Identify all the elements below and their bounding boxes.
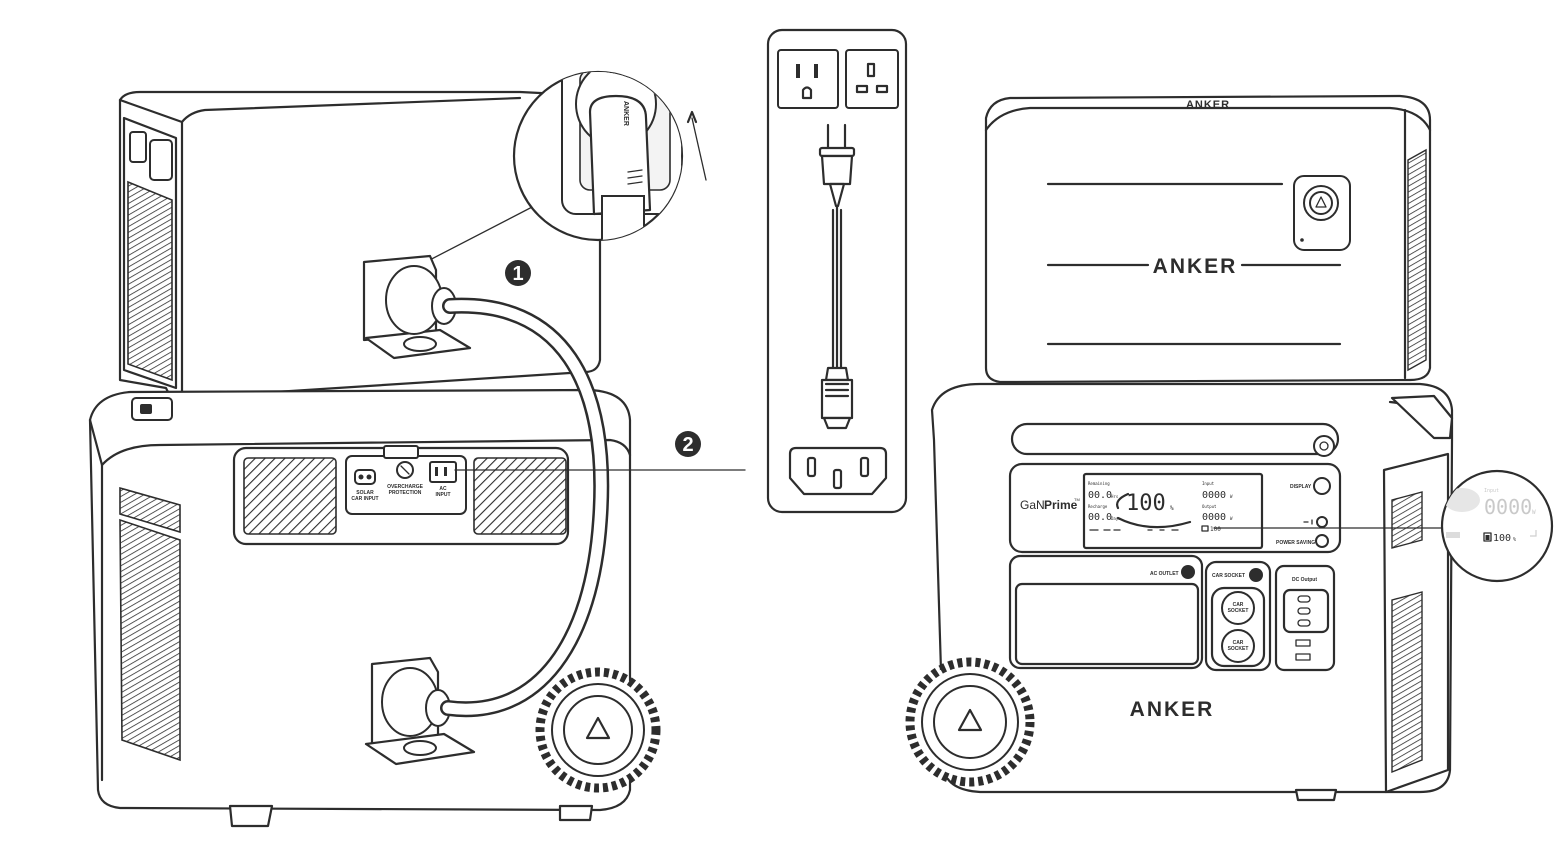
right-wheel: [905, 657, 1035, 787]
svg-text:GaN: GaN: [1020, 498, 1045, 512]
svg-text:1: 1: [512, 263, 523, 285]
zoom-input-label: Input: [1484, 488, 1499, 494]
lcd-percent-value: 100: [1126, 491, 1166, 516]
display-label: DISPLAY: [1290, 484, 1312, 490]
lcd-output-unit: W: [1230, 516, 1233, 521]
lcd-percent-sign: %: [1170, 505, 1174, 512]
lcd-recharge-value: 00.0: [1088, 512, 1112, 523]
car-socket-2: [1221, 629, 1255, 663]
gan-prime-logo: GaN Prime TM: [1020, 497, 1080, 512]
power-saving-label: POWER SAVING: [1276, 540, 1315, 546]
label-line: AC: [439, 486, 447, 492]
cable-reference-card: [766, 28, 908, 514]
svg-text:Prime: Prime: [1044, 498, 1078, 512]
label-line: SOLAR: [356, 490, 374, 496]
lcd-screen: [1082, 472, 1264, 550]
power-saving-button[interactable]: [1315, 534, 1329, 548]
ac-plug-icon: [818, 123, 856, 430]
solar-input-port: [354, 469, 376, 485]
car-socket-label: CAR SOCKET: [1212, 573, 1245, 579]
svg-text:TM: TM: [1074, 497, 1080, 502]
lcd-recharge-unit: Days: [1111, 516, 1121, 521]
lcd-charge-arc: [1116, 516, 1192, 529]
lcd-remaining-label: Remaining: [1088, 481, 1110, 486]
bottom-brand-text: ANKER: [1130, 698, 1215, 721]
plug-brand-text: ANKER: [622, 101, 629, 126]
svg-text:2: 2: [682, 434, 693, 456]
car-socket-1: [1221, 591, 1255, 625]
lcd-remaining-unit: Hrs: [1111, 494, 1119, 499]
upper-brand-text: ANKER: [1153, 255, 1238, 278]
step-2-marker: 2: [675, 431, 701, 457]
zoom-callout-line: [419, 204, 537, 266]
right-main-unit: GaN Prime TM Remaining 00.0 Hrs Recharge…: [905, 382, 1455, 802]
lcd-input-label: Input: [1202, 481, 1215, 486]
usb-a-port-2: [1295, 653, 1311, 661]
ac-outlet-button[interactable]: [1181, 565, 1195, 579]
front-handle: [1010, 422, 1340, 456]
ac-outlet-cover: [1014, 582, 1200, 666]
usb-a-port-1: [1295, 639, 1311, 647]
ac-outlet-label: AC OUTLET: [1150, 571, 1179, 577]
zoom-battery-value: 100: [1493, 533, 1511, 544]
wheel-triangle-icon: [585, 716, 611, 740]
lcd-remaining-value: 00.0: [1088, 490, 1112, 501]
label-line: CAR INPUT: [351, 496, 378, 502]
car-socket-button[interactable]: [1249, 568, 1263, 582]
light-button[interactable]: [1313, 435, 1335, 457]
step-1-marker: 1: [505, 260, 531, 286]
arrow-up-icon: [686, 110, 698, 124]
lower-ac-socket: [364, 656, 476, 766]
zoom-input-value: 0000: [1484, 495, 1532, 519]
right-expansion-battery: ANKER ANKER: [984, 94, 1432, 384]
usb-c-port-2: [1297, 607, 1311, 615]
uk-outlet-icon: [845, 49, 899, 109]
lcd-output-label: Output: [1202, 504, 1217, 509]
zoom-battery-unit: %: [1513, 537, 1516, 543]
ac-input-port: [429, 461, 457, 483]
display-zoom-circle: Input 0000 W 100 %: [1440, 469, 1554, 583]
label-line: INPUT: [436, 492, 451, 498]
top-brand-text: ANKER: [1186, 99, 1230, 111]
lcd-input-unit: W: [1230, 494, 1233, 499]
zoom-battery-icon: [1483, 532, 1492, 542]
label-line: OVERCHARGE: [387, 484, 424, 490]
display-button[interactable]: [1313, 477, 1331, 495]
lcd-recharge-label: Recharge: [1088, 504, 1108, 509]
right-vent: [473, 457, 567, 535]
dc-output-label: DC Output: [1292, 577, 1317, 583]
label-line: PROTECTION: [389, 490, 422, 496]
us-outlet-icon: [777, 49, 839, 109]
lcd-battery-value: 100: [1210, 526, 1221, 533]
lcd-output-value: 0000: [1202, 512, 1226, 523]
upper-ac-socket: [362, 254, 472, 360]
usb-c-port-1: [1297, 595, 1311, 603]
mode-button[interactable]: [1316, 516, 1328, 528]
connecting-cable: [440, 297, 610, 718]
left-expansion-battery: [118, 90, 602, 400]
push-direction-arrow: [691, 117, 707, 181]
lcd-input-value: 0000: [1202, 490, 1226, 501]
wheel-triangle-icon: [957, 708, 983, 732]
usb-c-port-3: [1297, 619, 1311, 627]
right-power-station: ANKER ANKER: [905, 94, 1554, 802]
plug-zoom-circle: ANKER: [512, 70, 707, 242]
left-wheel: [535, 667, 661, 793]
left-vent: [243, 457, 337, 535]
lcd-battery-icon: [1201, 525, 1209, 532]
zoom-input-unit: W: [1532, 509, 1536, 516]
